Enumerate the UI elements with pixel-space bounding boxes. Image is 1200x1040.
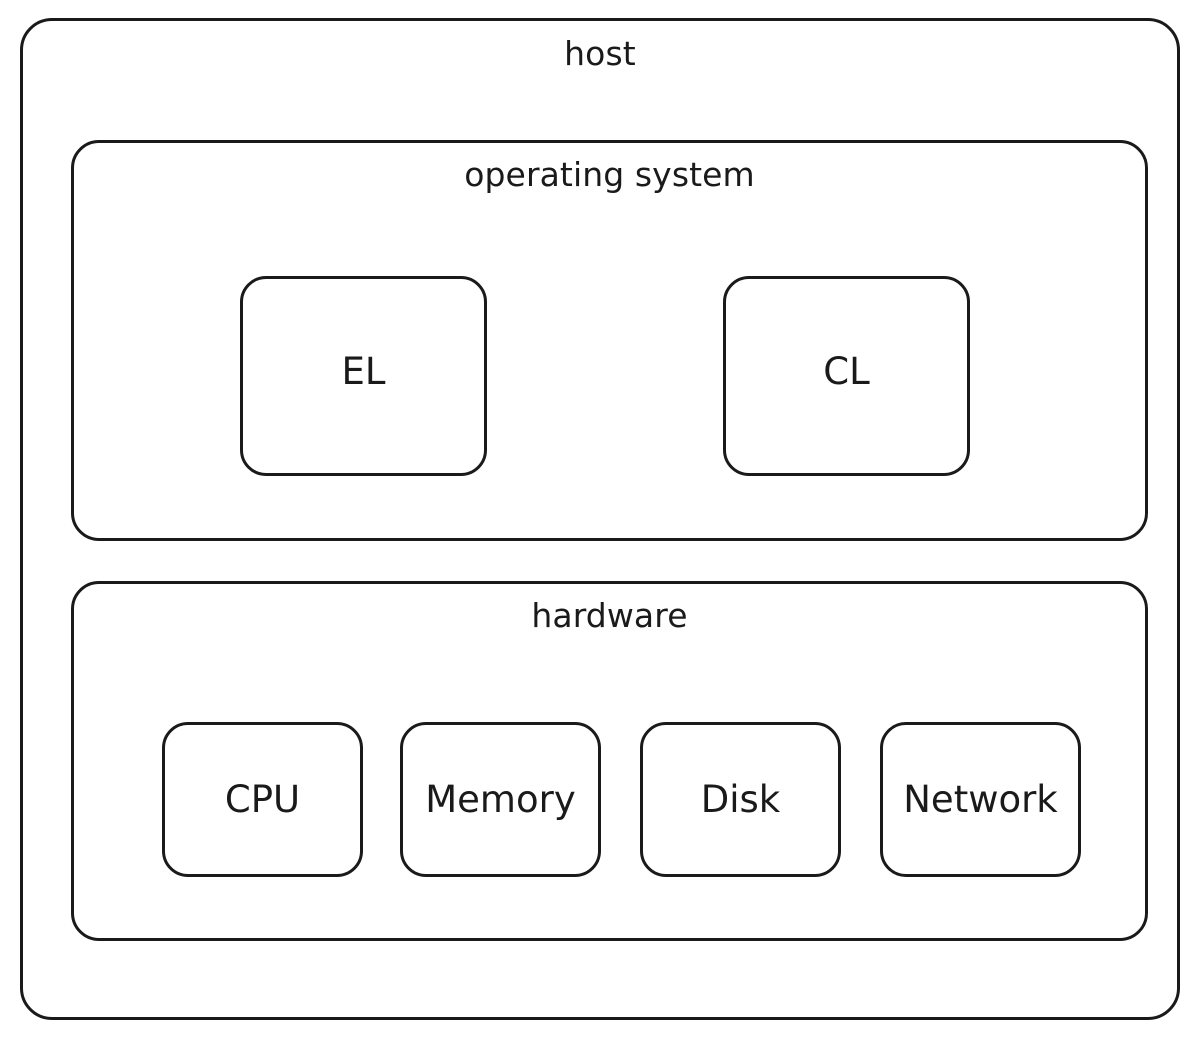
node-memory-label: Memory (425, 778, 576, 821)
node-memory[interactable]: Memory (400, 722, 601, 877)
node-cpu[interactable]: CPU (162, 722, 363, 877)
node-cl-label: CL (823, 349, 870, 393)
node-el-label: EL (341, 349, 386, 393)
operating-system-label: operating system (464, 155, 755, 194)
node-network-label: Network (903, 778, 1058, 821)
node-network[interactable]: Network (880, 722, 1081, 877)
node-cl[interactable]: CL (723, 276, 970, 476)
node-cpu-label: CPU (224, 778, 301, 821)
node-el[interactable]: EL (240, 276, 487, 476)
host-container: host operating system EL CL hardware CPU… (20, 18, 1180, 1020)
node-disk[interactable]: Disk (640, 722, 841, 877)
host-label: host (564, 34, 636, 73)
hardware-label: hardware (531, 596, 688, 635)
operating-system-container: operating system EL CL (71, 140, 1148, 541)
node-disk-label: Disk (700, 778, 781, 821)
hardware-container: hardware CPU Memory Disk Network (71, 581, 1148, 941)
